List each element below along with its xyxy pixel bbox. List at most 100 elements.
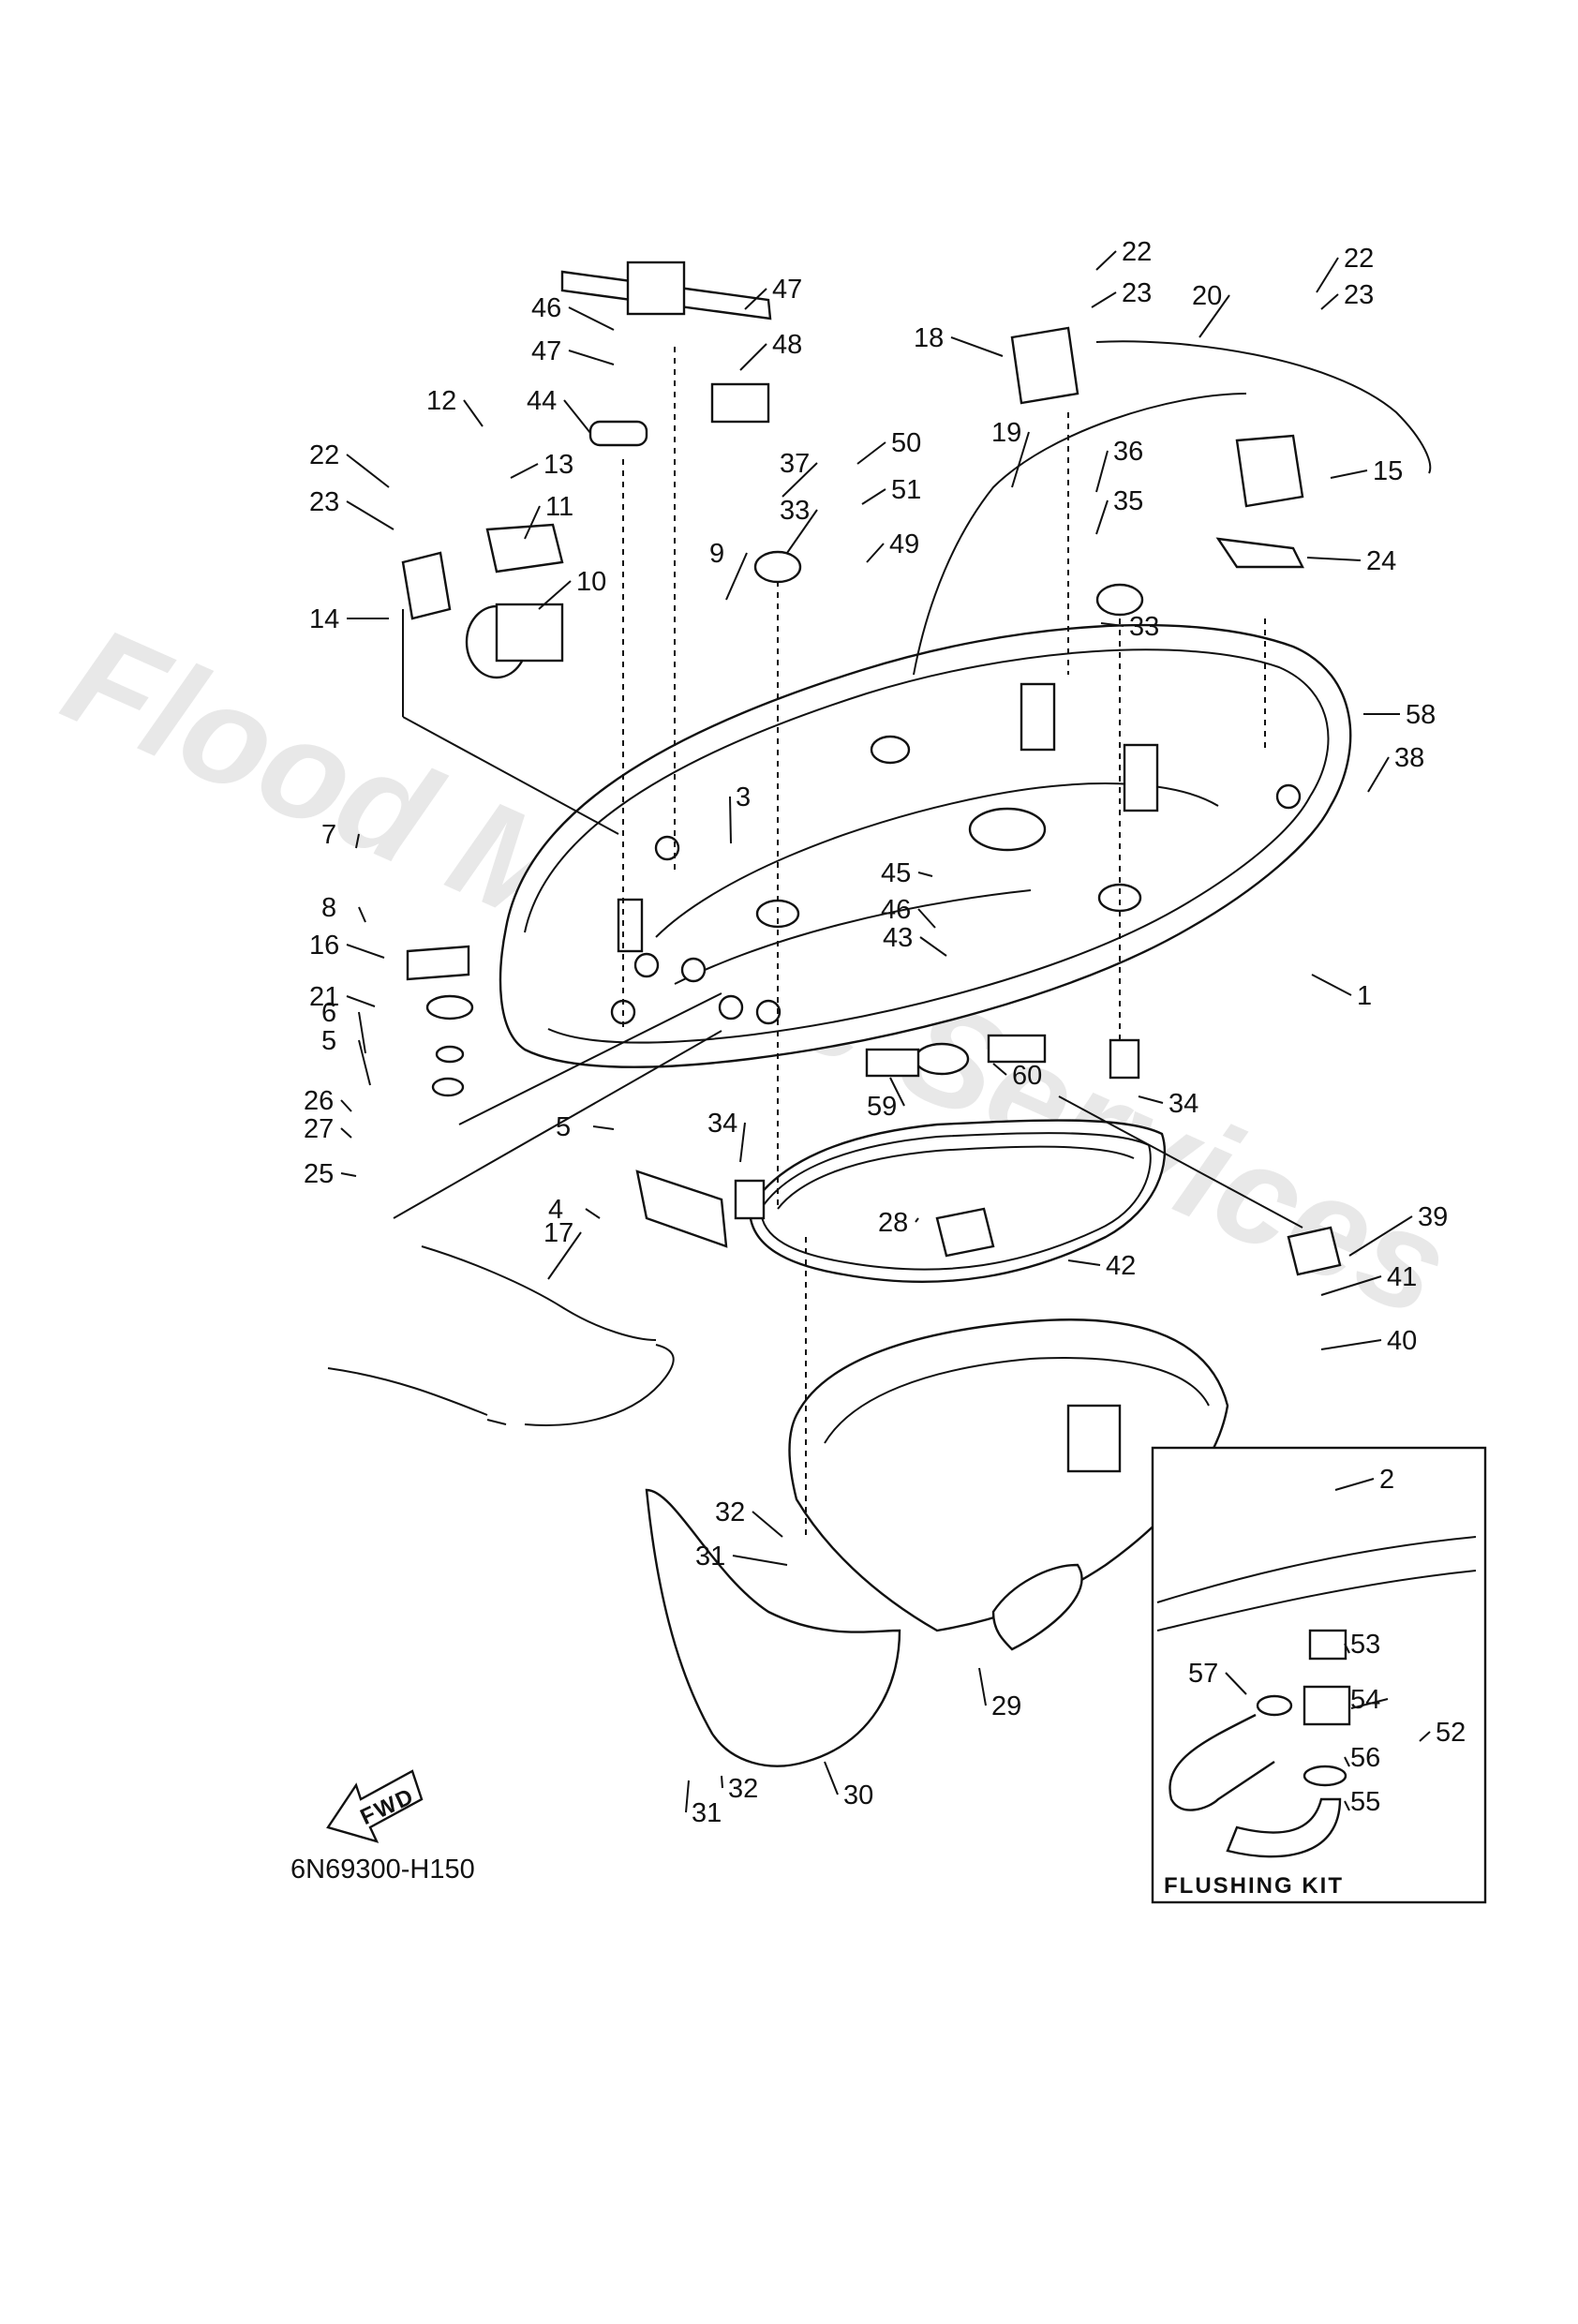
callout-leader xyxy=(1095,450,1109,493)
callout-leader xyxy=(856,441,886,465)
callout-number: 39 xyxy=(1418,1202,1448,1232)
callout-number: 28 xyxy=(878,1208,908,1238)
callout-leader xyxy=(1350,1698,1389,1709)
callout-number: 31 xyxy=(692,1798,722,1828)
callout-leader xyxy=(866,543,885,563)
callout-number: 7 xyxy=(321,820,336,850)
callout-number: 11 xyxy=(545,492,573,522)
callout-leader xyxy=(340,1099,352,1112)
callout-leader xyxy=(950,336,1004,357)
callout-number: 23 xyxy=(1344,280,1374,310)
drawing-code: 6N69300-H150 xyxy=(290,1855,475,1885)
callout-leader xyxy=(739,1122,746,1163)
callout-leader xyxy=(1320,1339,1382,1350)
flushing-kit-inset: FLUSHING KIT xyxy=(1151,1446,1487,1904)
callout-leader xyxy=(358,1039,371,1086)
callout-leader xyxy=(592,1125,615,1130)
callout-number: 58 xyxy=(1406,700,1436,730)
callout-number: 5 xyxy=(556,1112,571,1142)
callout-number: 60 xyxy=(1012,1061,1042,1091)
callout-number: 32 xyxy=(728,1774,758,1804)
callout-leader xyxy=(1344,1643,1350,1654)
callout-leader xyxy=(1095,250,1117,271)
callout-number: 24 xyxy=(1366,546,1396,576)
callout-leader xyxy=(1311,974,1352,996)
cables xyxy=(327,340,1432,1426)
callout-number: 22 xyxy=(1122,237,1152,267)
callout-leader xyxy=(1320,1275,1382,1296)
callout-number: 10 xyxy=(576,567,606,597)
callout-leader xyxy=(915,1217,919,1223)
callout-number: 57 xyxy=(1188,1659,1218,1689)
callout-leader xyxy=(1344,1756,1350,1767)
callout-leader xyxy=(1330,469,1368,479)
callout-leader xyxy=(547,1231,582,1280)
callout-leader xyxy=(1011,431,1030,488)
callout-number: 49 xyxy=(889,529,919,559)
callout-leader xyxy=(1316,257,1339,293)
callout-number: 33 xyxy=(1129,612,1159,642)
callout-leader xyxy=(861,488,886,505)
callout-number: 33 xyxy=(780,496,810,526)
fwd-arrow-icon: FWD xyxy=(326,1769,424,1843)
callout-leader xyxy=(917,908,936,929)
callout-leader xyxy=(346,944,385,959)
callout-leader xyxy=(782,462,818,498)
callout-number: 47 xyxy=(531,336,561,366)
callout-leader xyxy=(568,350,615,365)
callout-number: 20 xyxy=(1192,281,1222,311)
callout-leader xyxy=(340,1127,352,1139)
callout-number: 12 xyxy=(426,386,456,416)
callout-number: 2 xyxy=(1379,1465,1394,1495)
callout-leader xyxy=(1367,756,1390,793)
callout-leader xyxy=(346,500,394,530)
callout-leader xyxy=(1198,294,1230,338)
callout-number: 32 xyxy=(715,1497,745,1527)
callout-number: 25 xyxy=(304,1159,334,1189)
bottom-cowling xyxy=(499,623,1352,1078)
callout-leader xyxy=(358,1011,366,1054)
callout-number: 52 xyxy=(1436,1718,1466,1748)
callout-number: 38 xyxy=(1394,743,1424,773)
callout-number: 43 xyxy=(883,923,913,953)
callout-number: 35 xyxy=(1113,486,1143,516)
callout-leader xyxy=(917,872,933,877)
callout-number: 26 xyxy=(304,1086,334,1116)
callout-number: 23 xyxy=(309,487,339,517)
callout-number: 36 xyxy=(1113,437,1143,467)
callout-leader xyxy=(992,1063,1007,1076)
callout-number: 48 xyxy=(772,330,802,360)
callout-leader xyxy=(685,1780,690,1813)
callout-number: 29 xyxy=(991,1691,1021,1721)
callout-number: 41 xyxy=(1387,1262,1417,1292)
callout-leader xyxy=(538,580,572,610)
callout-number: 51 xyxy=(891,475,921,505)
callout-number: 54 xyxy=(1350,1685,1380,1715)
callout-number: 5 xyxy=(321,1026,336,1056)
callout-number: 27 xyxy=(304,1114,334,1144)
callout-number: 31 xyxy=(695,1542,725,1572)
callout-number: 13 xyxy=(543,450,573,480)
callout-number: 37 xyxy=(780,449,810,479)
callout-number: 9 xyxy=(709,539,724,569)
callout-number: 22 xyxy=(1344,244,1374,274)
callout-number: 59 xyxy=(867,1092,897,1122)
callout-leader xyxy=(739,343,767,371)
callout-number: 50 xyxy=(891,428,921,458)
callout-number: 1 xyxy=(1357,981,1372,1011)
callout-leader xyxy=(1344,1800,1350,1811)
callout-number: 55 xyxy=(1350,1787,1380,1817)
callout-leader xyxy=(1138,1095,1164,1104)
callout-number: 56 xyxy=(1350,1743,1380,1773)
callout-number: 19 xyxy=(991,418,1021,448)
callout-number: 4 xyxy=(548,1195,563,1225)
callout-leader xyxy=(732,1555,788,1566)
callout-leader xyxy=(729,796,732,844)
callout-number: 46 xyxy=(531,293,561,323)
callout-number: 18 xyxy=(914,323,944,353)
callout-leader xyxy=(1348,1215,1413,1257)
callout-leader xyxy=(1419,1731,1431,1742)
seal xyxy=(748,1119,1166,1284)
callout-number: 23 xyxy=(1122,278,1152,308)
callout-leader xyxy=(358,906,366,923)
